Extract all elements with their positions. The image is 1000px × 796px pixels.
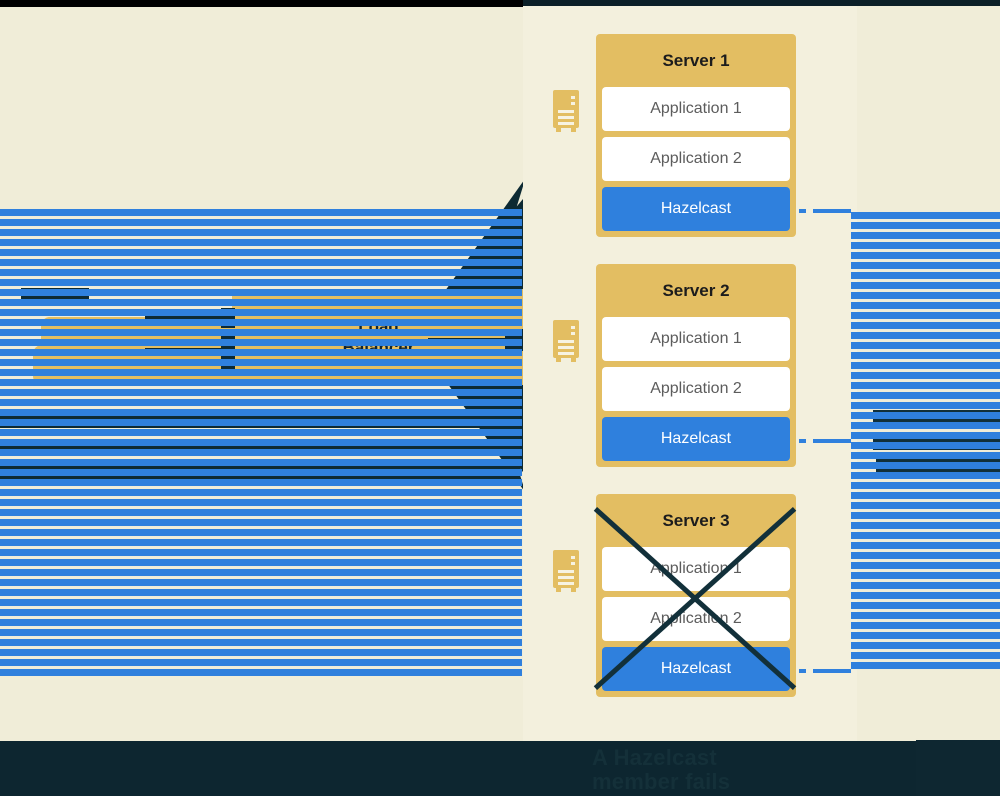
hazelcast-row[interactable]: Hazelcast	[602, 187, 790, 231]
bottom-caption: A Hazelcast member fails	[592, 745, 731, 794]
hazelcast-row[interactable]: Hazelcast	[602, 647, 790, 691]
server-rack-icon	[553, 90, 579, 132]
app-row-application-1[interactable]: Application 1	[602, 547, 790, 591]
server-card-server-3[interactable]: Server 3 Application 1 Application 2 Haz…	[596, 494, 796, 697]
server-rack-icon	[553, 320, 579, 362]
bottom-bar-left	[0, 741, 916, 796]
server-rack-icon	[553, 550, 579, 592]
app-row-application-1[interactable]: Application 1	[602, 87, 790, 131]
server-card-server-1[interactable]: Server 1 Application 1 Application 2 Haz…	[596, 34, 796, 237]
app-row-application-2[interactable]: Application 2	[602, 137, 790, 181]
cluster-link-tab	[820, 439, 851, 443]
server-card-server-2[interactable]: Server 2 Application 1 Application 2 Haz…	[596, 264, 796, 467]
bottom-bar-right	[916, 740, 1000, 796]
right-pane-stripe-overlay	[851, 212, 1000, 671]
server-title: Server 3	[662, 510, 730, 530]
server-title: Server 1	[662, 50, 730, 70]
app-row-application-1[interactable]: Application 1	[602, 317, 790, 361]
top-bar-right	[523, 0, 1000, 6]
server-title: Server 2	[662, 280, 730, 300]
top-bar-left	[0, 0, 523, 7]
cluster-link-tab	[820, 669, 851, 673]
hazelcast-row[interactable]: Hazelcast	[602, 417, 790, 461]
cluster-link-tab	[820, 209, 851, 213]
server-failed-x-icon	[575, 477, 815, 717]
app-row-application-2[interactable]: Application 2	[602, 367, 790, 411]
left-pane-stripe-overlay	[0, 209, 522, 676]
